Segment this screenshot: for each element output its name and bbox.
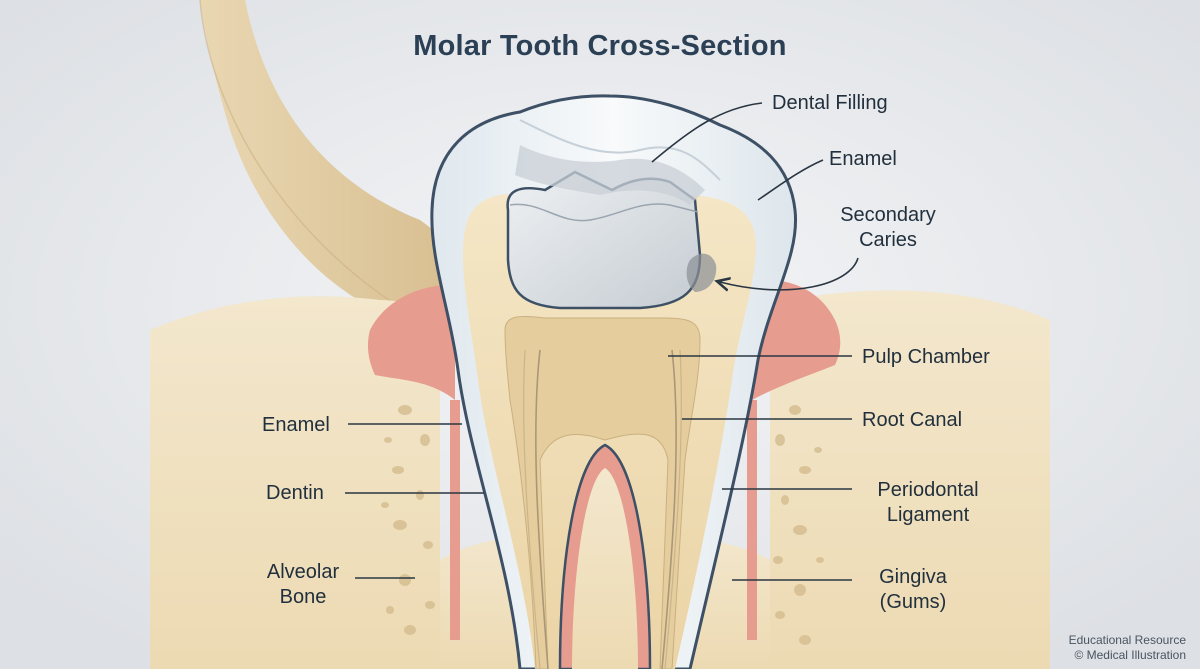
page-title: Molar Tooth Cross-Section (413, 30, 787, 62)
label-enamel-right: Enamel (829, 148, 897, 170)
leader-lines (345, 102, 859, 581)
gingiva-right (752, 279, 841, 400)
alveolar-bone (150, 296, 440, 669)
jaw-bone-upper (200, 0, 440, 330)
label-pulp-chamber: Pulp Chamber (862, 346, 990, 368)
label-alveolar-line2: Bone (279, 586, 327, 608)
label-dentin: Dentin (266, 482, 324, 504)
label-secondary-caries-line2: Caries (859, 229, 917, 251)
footer-line1: Educational Resource (1068, 633, 1186, 647)
pulp-chamber (504, 316, 701, 669)
label-gingiva: Gingiva (Gums) (858, 565, 968, 615)
footer-line2: © Medical Illustration (1074, 648, 1186, 662)
label-gingiva-line2: (Gums) (879, 591, 947, 613)
footer-credit: Educational Resource © Medical Illustrat… (1069, 633, 1186, 663)
label-dental-filling: Dental Filling (772, 92, 888, 114)
label-alveolar-line1: Alveolar (266, 561, 340, 583)
label-periodontal-ligament: Periodontal Ligament (858, 478, 998, 528)
label-periodontal-line2: Ligament (886, 504, 970, 526)
label-secondary-caries-line1: Secondary (840, 204, 936, 226)
label-enamel-left: Enamel (262, 414, 330, 436)
label-alveolar-bone: Alveolar Bone (248, 560, 358, 610)
root-canal-right (661, 349, 677, 669)
root-canal-left (535, 349, 549, 669)
label-gingiva-line1: Gingiva (879, 566, 947, 588)
leader-dental-filling (651, 102, 763, 163)
label-periodontal-line1: Periodontal (877, 479, 979, 501)
leader-enamel-right (757, 159, 824, 201)
gingiva-left (367, 285, 455, 400)
label-secondary-caries: Secondary Caries (828, 203, 948, 253)
label-root-canal: Root Canal (862, 409, 963, 431)
secondary-caries (686, 253, 717, 292)
leader-secondary-caries (720, 257, 859, 290)
